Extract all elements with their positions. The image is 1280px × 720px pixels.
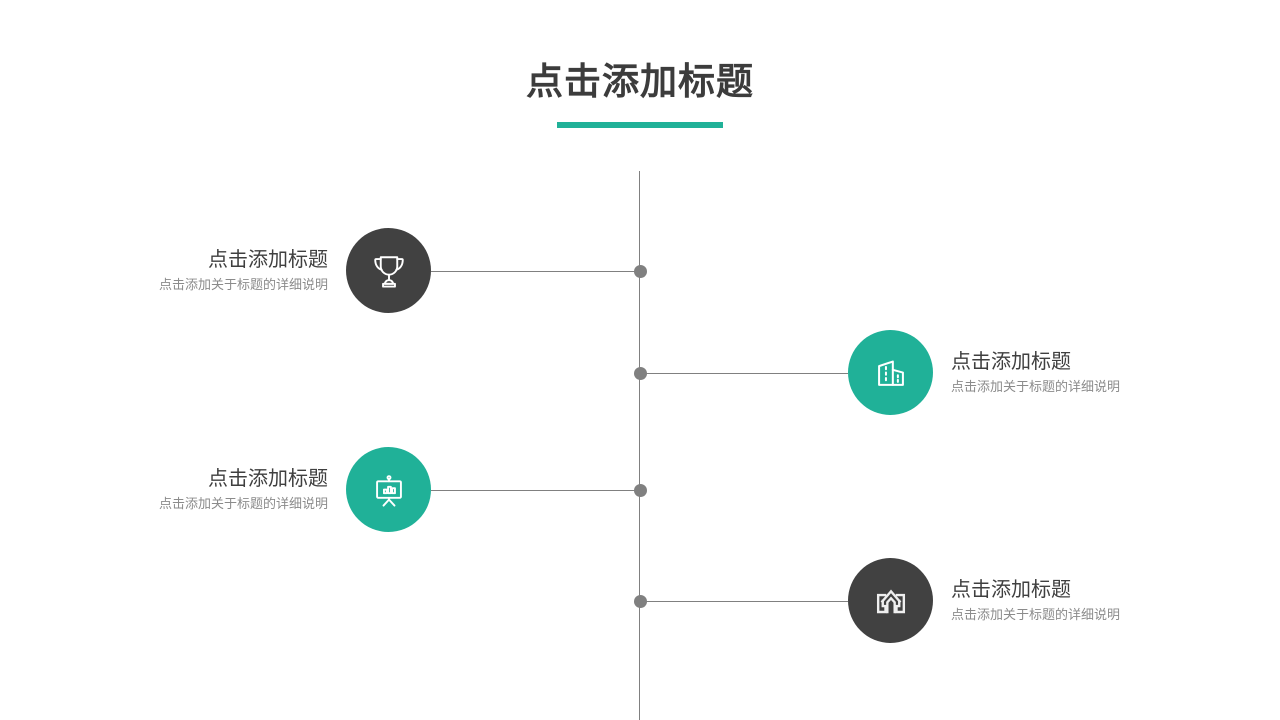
- timeline-item-1[interactable]: 点击添加标题 点击添加关于标题的详细说明: [100, 228, 431, 313]
- timeline-item-3-subtitle: 点击添加关于标题的详细说明: [158, 495, 328, 511]
- timeline-item-4-subtitle: 点击添加关于标题的详细说明: [951, 606, 1121, 622]
- timeline-item-3[interactable]: 点击添加标题 点击添加关于标题的详细说明: [100, 447, 431, 532]
- presentation-chart-icon: [367, 468, 411, 512]
- timeline-item-3-heading: 点击添加标题: [208, 467, 328, 490]
- connector-line-1: [431, 271, 640, 272]
- page-title: 点击添加标题: [526, 61, 754, 102]
- timeline-item-4[interactable]: 点击添加标题 点击添加关于标题的详细说明: [848, 558, 1188, 643]
- timeline-node-dot-1[interactable]: [634, 265, 647, 278]
- timeline-item-2-subtitle: 点击添加关于标题的详细说明: [951, 378, 1121, 394]
- connector-line-4: [640, 601, 848, 602]
- timeline-item-2-heading: 点击添加标题: [951, 350, 1071, 373]
- timeline-spine: [639, 171, 640, 720]
- timeline-item-4-badge[interactable]: [848, 558, 933, 643]
- timeline-item-1-heading: 点击添加标题: [208, 248, 328, 271]
- timeline-item-4-heading: 点击添加标题: [951, 578, 1071, 601]
- timeline-item-2-badge[interactable]: [848, 330, 933, 415]
- building-icon: [869, 351, 913, 395]
- timeline-item-1-subtitle: 点击添加关于标题的详细说明: [158, 276, 328, 292]
- timeline-item-2[interactable]: 点击添加标题 点击添加关于标题的详细说明: [848, 330, 1188, 415]
- timeline-item-1-text: 点击添加标题 点击添加关于标题的详细说明: [159, 246, 346, 296]
- connector-line-2: [640, 373, 848, 374]
- timeline-item-3-badge[interactable]: [346, 447, 431, 532]
- title-block: 点击添加标题: [0, 58, 1280, 128]
- timeline-item-2-text: 点击添加标题 点击添加关于标题的详细说明: [933, 348, 1120, 398]
- trophy-icon: [367, 249, 411, 293]
- timeline-item-1-badge[interactable]: [346, 228, 431, 313]
- timeline-item-4-text: 点击添加标题 点击添加关于标题的详细说明: [933, 576, 1120, 626]
- title-underline-rule: [557, 122, 723, 128]
- house-arrow-icon: [869, 579, 913, 623]
- connector-line-3: [431, 490, 640, 491]
- timeline-node-dot-3[interactable]: [634, 484, 647, 497]
- timeline-item-3-text: 点击添加标题 点击添加关于标题的详细说明: [159, 465, 346, 515]
